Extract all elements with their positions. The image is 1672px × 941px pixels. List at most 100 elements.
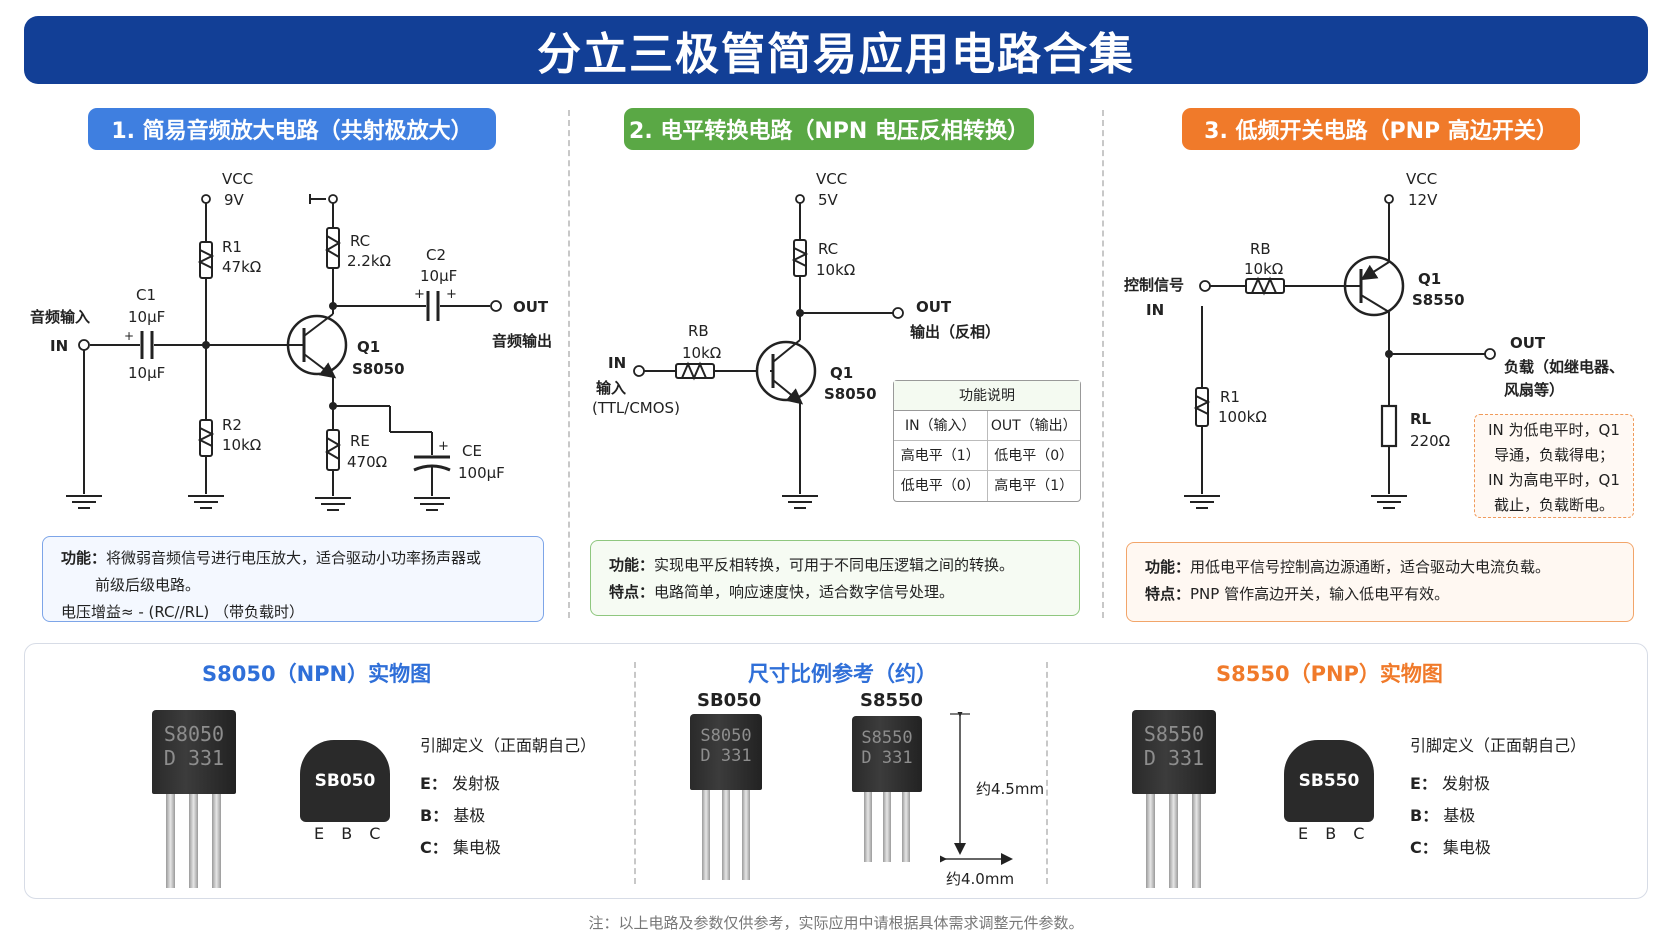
circuit-1-nodes <box>202 302 337 410</box>
bottom-divider-2 <box>1046 662 1048 884</box>
bottom-divider-1 <box>634 662 636 884</box>
c1-vcc-label: VCC <box>222 170 253 188</box>
scale-s8050-image: S8050 D 331 <box>690 714 762 884</box>
c2-out: OUT <box>916 298 952 316</box>
npn-pin-def-title: 引脚定义（正面朝自己） <box>420 736 597 755</box>
c2-plus-2: + <box>446 287 457 302</box>
c2-out-label: 输出（反相） <box>910 323 1000 341</box>
c1-out-label: 音频输出 <box>492 332 552 350</box>
marking-line: S8550 <box>1143 722 1205 746</box>
note-text: 实现电平反相转换，可用于不同电压逻辑之间的转换。 <box>654 556 1015 574</box>
pin-val: 集电极 <box>1442 838 1491 857</box>
c3-in: IN <box>1146 301 1164 319</box>
scale-title: 尺寸比例参考（约） <box>748 662 937 686</box>
pnp-info-box: IN 为低电平时，Q1 导通，负载得电； IN 为高电平时，Q1 截止，负载断电… <box>1474 414 1634 518</box>
note-circuit-1: 功能：将微弱音频信号进行电压放大，适合驱动小功率扬声器或 前级后级电路。 电压增… <box>42 536 544 622</box>
pin-key: C： <box>1410 838 1438 857</box>
r1-value: 47kΩ <box>222 258 261 276</box>
page-title: 分立三极管简易应用电路合集 <box>537 29 1135 80</box>
s8550-top-view: SB550 <box>1284 740 1374 822</box>
table-cell: 高电平（1） <box>894 441 988 470</box>
c1-label: C1 <box>136 286 156 304</box>
npn-pin-c: C： 集电极 <box>420 834 501 858</box>
table-header-cell: IN（输入） <box>894 411 988 440</box>
c3-vcc-label: VCC <box>1406 170 1437 188</box>
c3-r1-label: R1 <box>1220 388 1240 406</box>
r2-label: R2 <box>222 416 242 434</box>
c3-out: OUT <box>1510 334 1546 352</box>
marking-line: D 331 <box>1143 746 1205 770</box>
c1-in-label: 音频输入 <box>30 308 90 326</box>
section-3-title: 3. 低频开关电路（PNP 高边开关） <box>1182 108 1580 150</box>
info-line: IN 为高电平时，Q1 <box>1488 471 1620 489</box>
ce-value: 100μF <box>458 464 505 482</box>
re-label: RE <box>350 432 370 450</box>
c3-rl-label: RL <box>1410 410 1432 428</box>
c3-q1-label: Q1 <box>1418 270 1441 288</box>
circuit-3 <box>1184 202 1485 509</box>
pin-val: 发射极 <box>452 774 501 793</box>
note-circuit-2: 功能：实现电平反相转换，可用于不同电压逻辑之间的转换。 特点：电路简单，响应速度… <box>590 540 1080 616</box>
note-text: 用低电平信号控制高边源通断，适合驱动大电流负载。 <box>1190 558 1551 576</box>
note-key: 功能： <box>61 549 107 567</box>
c3-rb-label: RB <box>1250 240 1271 258</box>
npn-photo-title: S8050（NPN）实物图 <box>202 662 432 686</box>
function-table-title: 功能说明 <box>894 381 1080 411</box>
note-circuit-3: 功能：用低电平信号控制高边源通断，适合驱动大电流负载。 特点：PNP 管作高边开… <box>1126 542 1634 622</box>
pin-val: 发射极 <box>1442 774 1491 793</box>
rc-value: 2.2kΩ <box>347 252 391 270</box>
footer-note: 注：以上电路及参数仅供参考，实际应用中请根据具体需求调整元件参数。 <box>588 914 1084 932</box>
c2-rb-label: RB <box>688 322 709 340</box>
pnp-ebc-label: E B C <box>1298 824 1371 843</box>
marking-line: D 331 <box>163 746 225 770</box>
c2-rc-value: 10kΩ <box>816 261 855 279</box>
info-line: 导通，负载得电； <box>1493 446 1614 464</box>
c3-rl-value: 220Ω <box>1410 432 1450 450</box>
c3-rl-resistor <box>1380 404 1398 448</box>
c3-load-label: 负载（如继电器、 <box>1504 358 1624 376</box>
circuit-1 <box>66 194 490 511</box>
c1-in: IN <box>50 337 68 355</box>
note-text: 前级后级电路。 <box>95 576 201 594</box>
pin-key: B： <box>420 806 449 825</box>
function-table: 功能说明 IN（输入） OUT（输出） 高电平（1） 低电平（0） 低电平（0）… <box>893 380 1081 502</box>
c2-in-label: 输入 <box>596 379 626 397</box>
pnp-pin-def-title: 引脚定义（正面朝自己） <box>1410 736 1587 755</box>
circuit-diagrams: VCC 9V R1 47kΩ R2 10kΩ RC 2.2kΩ RE 470Ω … <box>30 170 1624 511</box>
c2-in-type: (TTL/CMOS) <box>592 399 680 417</box>
marking-line: S8050 <box>700 726 752 746</box>
scale-s8550-image: S8550 D 331 <box>852 716 922 866</box>
table-header-cell: OUT（输出） <box>990 418 1077 434</box>
chip-top-label: SB550 <box>1298 771 1360 791</box>
scale-label-b: S8550 <box>860 690 924 711</box>
function-table-header: IN（输入） OUT（输出） <box>894 411 1080 441</box>
c3-q1-model: S8550 <box>1412 291 1465 309</box>
c2-vcc-label: VCC <box>816 170 847 188</box>
c3-load-label-2: 风扇等） <box>1504 381 1564 399</box>
c1-out: OUT <box>513 298 549 316</box>
note-text: 电路简单，响应速度快，适合数字信号处理。 <box>654 583 955 601</box>
table-cell: 高电平（1） <box>994 478 1074 494</box>
pnp-pin-b: B： 基极 <box>1410 802 1475 826</box>
width-dimension-label: 约4.0mm <box>946 870 1015 888</box>
table-row: 高电平（1） 低电平（0） <box>894 441 1080 471</box>
note-text: 将微弱音频信号进行电压放大，适合驱动小功率扬声器或 <box>106 549 482 567</box>
circuit-3-labels: VCC 12V RB 10kΩ 控制信号 IN Q1 S8550 R1 100k… <box>1124 170 1624 450</box>
c2-vcc-value: 5V <box>818 191 839 209</box>
rc-label: RC <box>350 232 370 250</box>
height-dimension-arrow <box>950 712 970 855</box>
c2-q1-label: Q1 <box>830 364 853 382</box>
q1-model: S8050 <box>352 360 405 378</box>
circuit-2 <box>644 202 893 509</box>
ce-label: CE <box>462 442 482 460</box>
npn-ebc-label: E B C <box>314 824 387 843</box>
gain-text: 电压增益≈ - (RC//RL) （带负载时） <box>61 603 305 621</box>
pin-val: 基极 <box>453 806 486 825</box>
c2-q1-model: S8050 <box>824 385 877 403</box>
note-key: 特点： <box>1145 585 1191 603</box>
section-divider-2 <box>1102 110 1104 618</box>
npn-pin-e: E： 发射极 <box>420 770 500 794</box>
pnp-pin-e: E： 发射极 <box>1410 770 1490 794</box>
note-key: 特点： <box>609 583 655 601</box>
section-divider-1 <box>568 110 570 618</box>
